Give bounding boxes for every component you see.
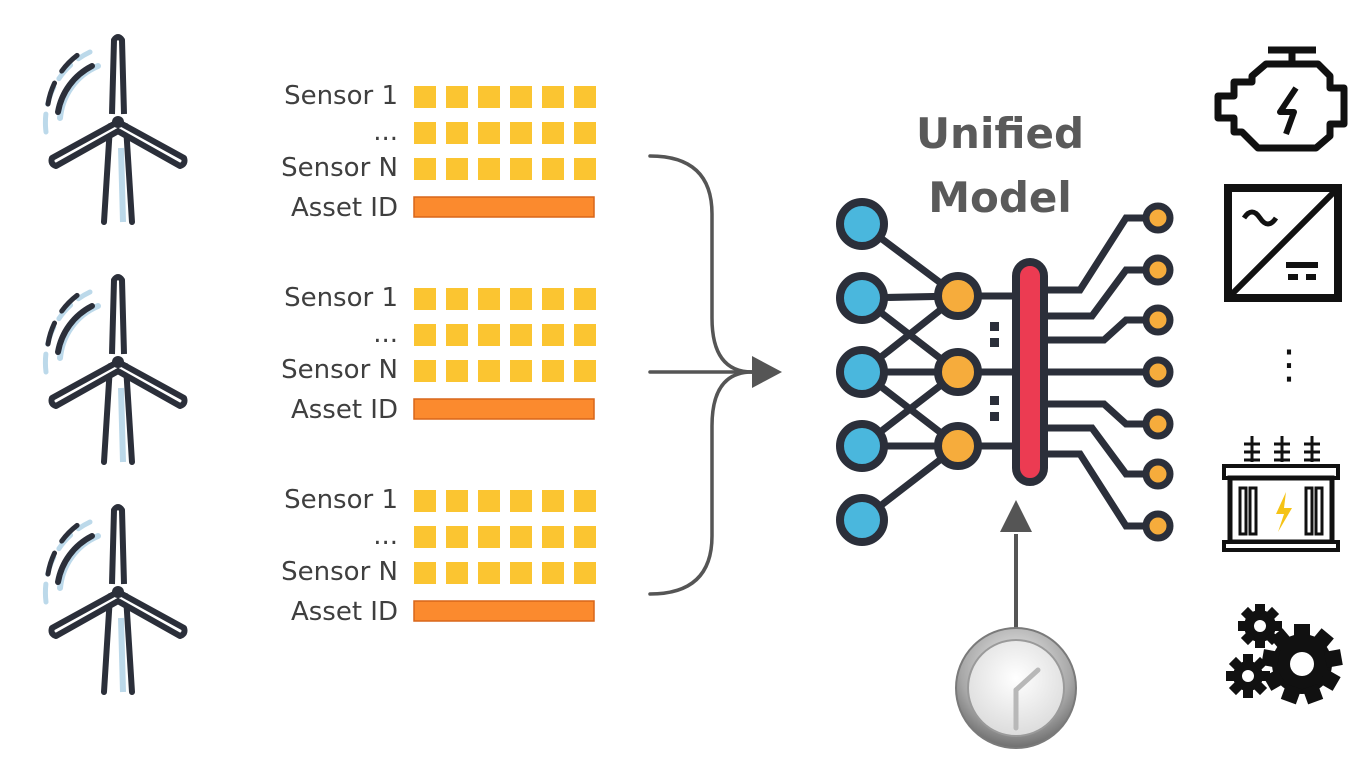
sensor-group: Sensor 1... Sensor N Asset ID <box>281 485 596 627</box>
sensor-cell <box>510 324 532 346</box>
sensor-cell <box>478 288 500 310</box>
sensor-cell <box>510 288 532 310</box>
sensor-ellipsis-label: ... <box>373 117 398 147</box>
sensor-cell <box>542 288 564 310</box>
sensor-cell <box>574 158 596 180</box>
sensor-cell <box>542 360 564 382</box>
sensor-ellipsis-label: ... <box>373 319 398 349</box>
sensor-cell <box>542 490 564 512</box>
sensor-cell <box>510 122 532 144</box>
clock-icon <box>955 627 1077 749</box>
sensor-cell <box>542 86 564 108</box>
inverter-icon <box>1224 184 1342 302</box>
sensor-cell <box>478 562 500 584</box>
sensor-cell <box>574 86 596 108</box>
sensor-cell <box>446 490 468 512</box>
sensor-cell <box>478 490 500 512</box>
sensor-cell <box>414 490 436 512</box>
merge-arrowhead <box>752 356 782 388</box>
neural-network-icon <box>836 198 1174 546</box>
sensor-label: Sensor 1 <box>284 283 398 313</box>
sensor-cell <box>478 526 500 548</box>
sensor-cell <box>446 86 468 108</box>
asset-id-bar <box>413 600 595 622</box>
sensor-cell <box>510 526 532 548</box>
sensor-cell <box>414 158 436 180</box>
sensor-cell <box>478 324 500 346</box>
sensor-label: Sensor 1 <box>284 81 398 111</box>
sensor-cell <box>414 360 436 382</box>
sensor-cell <box>414 526 436 548</box>
sensor-cell <box>574 324 596 346</box>
sensor-cell <box>542 158 564 180</box>
asset-id-bar <box>413 398 595 420</box>
sensor-cell <box>446 158 468 180</box>
sensor-label: Sensor N <box>281 153 398 183</box>
sensor-cell <box>510 562 532 584</box>
sensor-cell <box>510 360 532 382</box>
sensor-cell <box>414 288 436 310</box>
time-arrowhead <box>1000 500 1032 532</box>
model-title-line2: Model <box>928 173 1072 222</box>
sensor-cell <box>510 490 532 512</box>
engine-icon <box>1214 46 1348 152</box>
sensor-cell <box>510 158 532 180</box>
wind-turbine-icon <box>45 507 184 692</box>
gears-icon <box>1226 604 1343 705</box>
sensor-cell <box>478 122 500 144</box>
transformer-icon <box>1222 436 1340 552</box>
sensor-group: Sensor 1... Sensor N Asset ID <box>281 283 596 425</box>
sensor-cell <box>414 122 436 144</box>
sensor-cell <box>414 324 436 346</box>
asset-id-label: Asset ID <box>291 395 398 425</box>
sensor-cell <box>542 526 564 548</box>
sensor-label: Sensor N <box>281 355 398 385</box>
sensor-group: Sensor 1... Sensor N Asset ID <box>281 81 596 223</box>
sensor-cell <box>446 562 468 584</box>
wind-turbine-icon <box>45 37 184 222</box>
sensor-cell <box>446 324 468 346</box>
asset-id-label: Asset ID <box>291 597 398 627</box>
sensor-cell <box>574 288 596 310</box>
sensor-ellipsis-label: ... <box>373 521 398 551</box>
sensor-cell <box>542 122 564 144</box>
sensor-cell <box>542 324 564 346</box>
sensor-cell <box>446 122 468 144</box>
sensor-label: Sensor N <box>281 557 398 587</box>
sensor-cell <box>574 360 596 382</box>
sensor-cell <box>478 158 500 180</box>
sensor-cell <box>478 86 500 108</box>
sensor-cell <box>574 122 596 144</box>
asset-id-label: Asset ID <box>291 193 398 223</box>
sensor-cell <box>446 526 468 548</box>
wind-turbine-icon <box>45 277 184 462</box>
sensor-label: Sensor 1 <box>284 485 398 515</box>
sensor-cell <box>510 86 532 108</box>
more-icons-ellipsis: ⋮ <box>1269 342 1309 388</box>
sensor-cell <box>478 360 500 382</box>
sensor-cell <box>446 360 468 382</box>
asset-id-bar <box>413 196 595 218</box>
sensor-cell <box>574 526 596 548</box>
sensor-cell <box>574 490 596 512</box>
sensor-cell <box>414 86 436 108</box>
merge-brace <box>648 154 754 596</box>
sensor-cell <box>446 288 468 310</box>
model-title-line1: Unified <box>916 109 1084 158</box>
sensor-cell <box>542 562 564 584</box>
sensor-cell <box>574 562 596 584</box>
sensor-cell <box>414 562 436 584</box>
